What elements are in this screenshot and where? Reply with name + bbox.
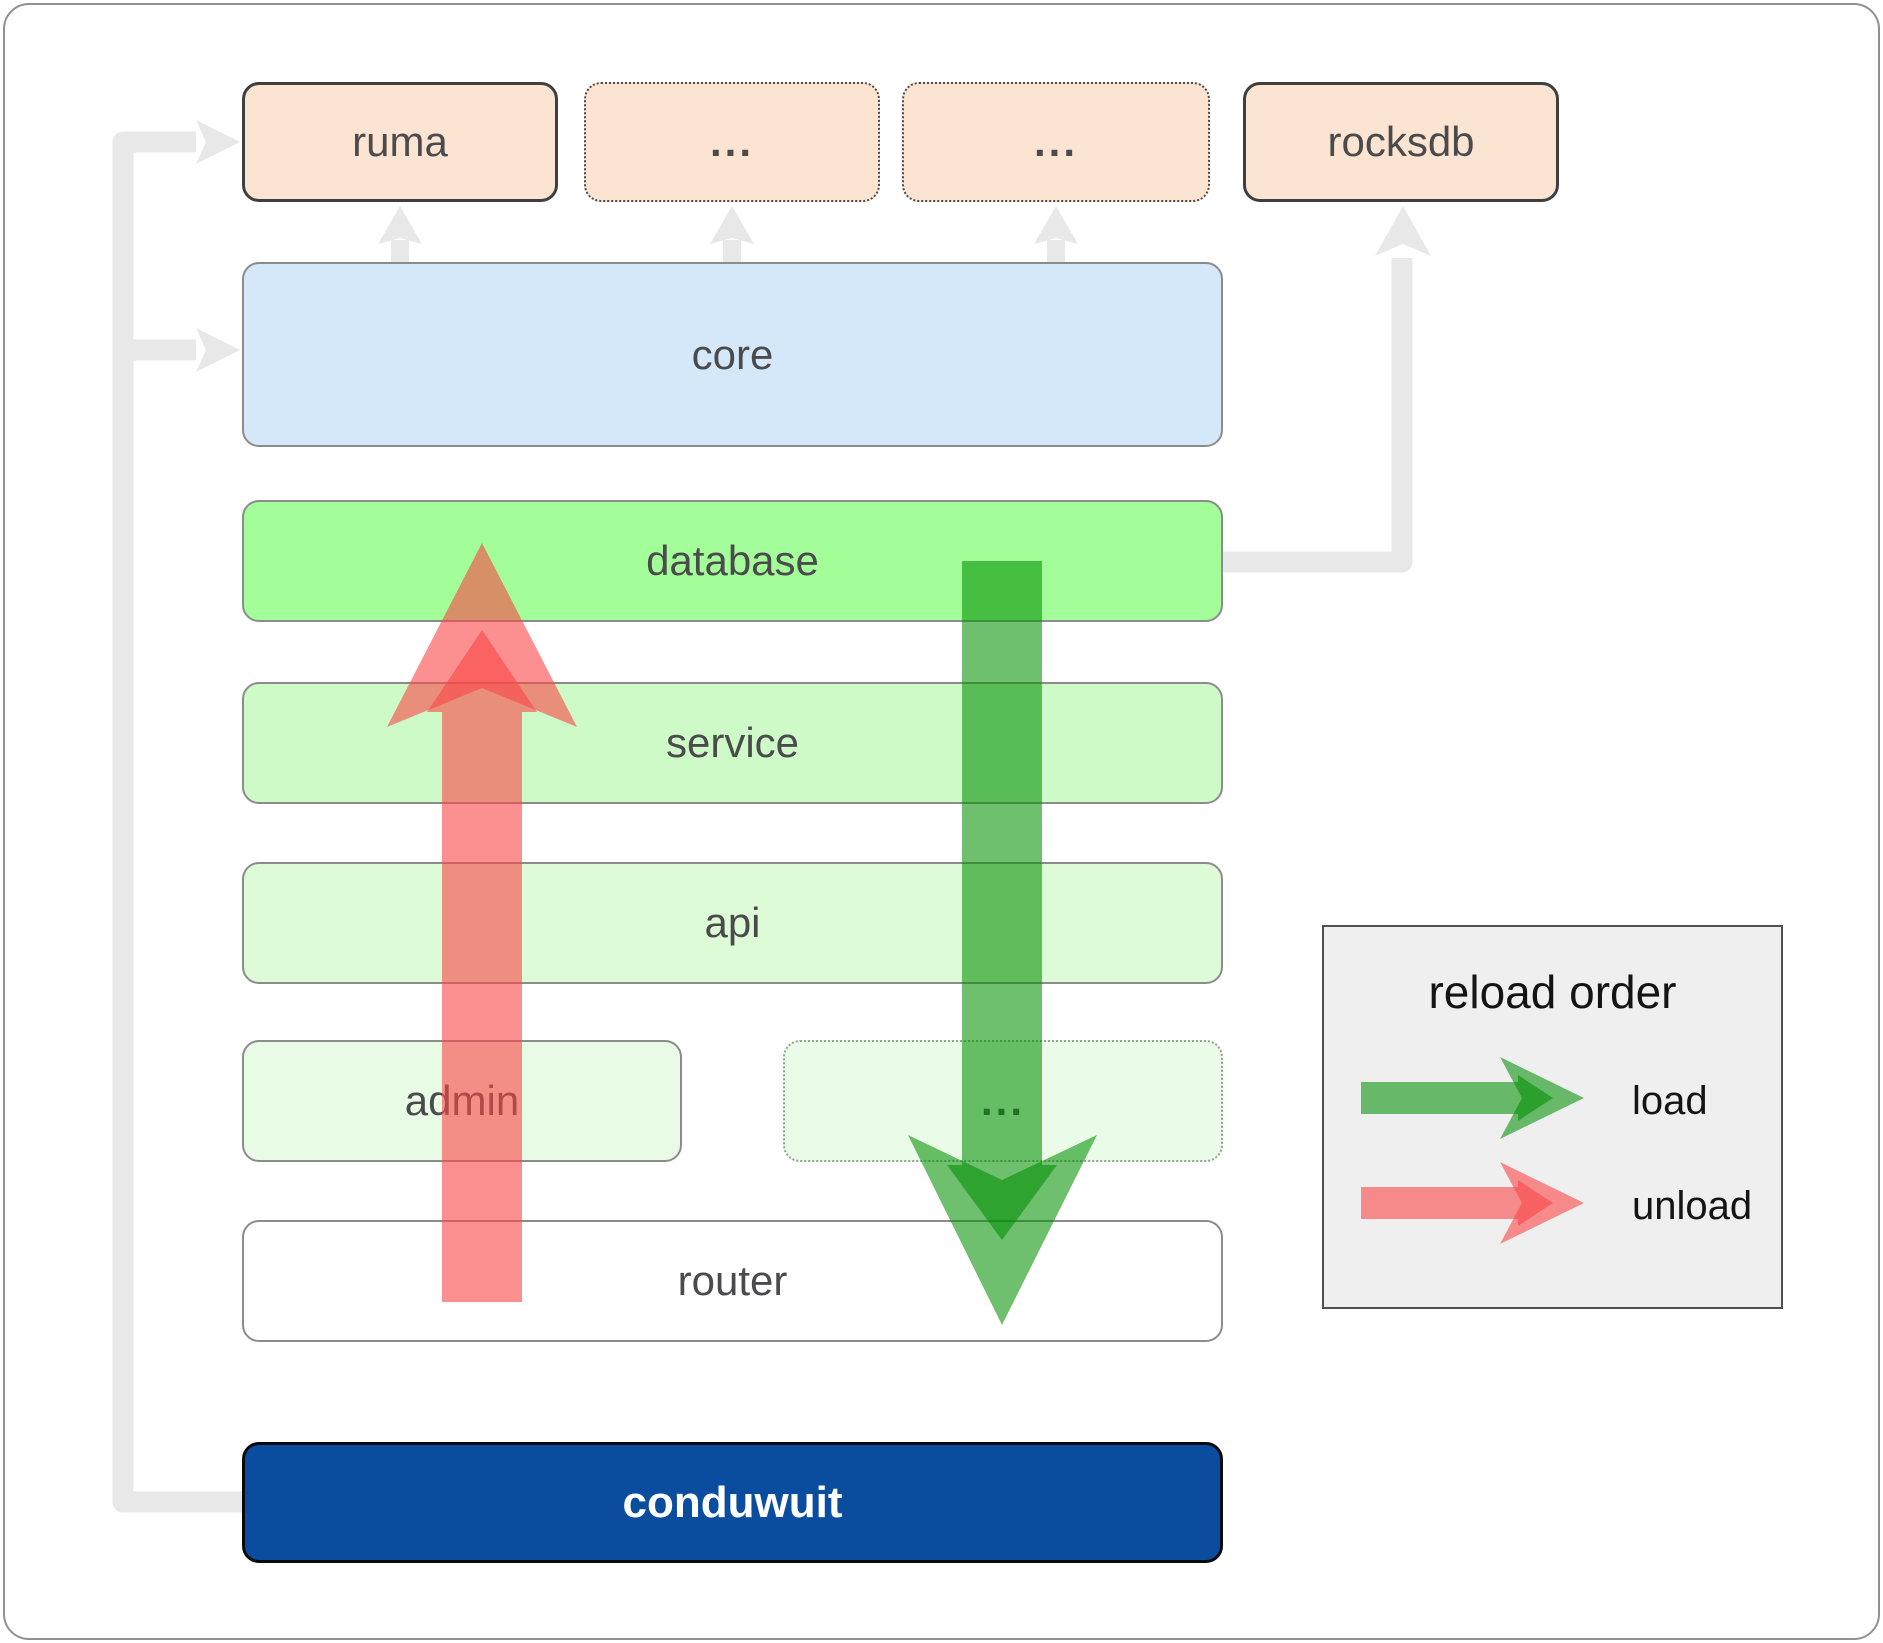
box-database-label: database: [646, 537, 819, 584]
box-ruma: ruma: [242, 82, 558, 202]
box-api-label: api: [704, 899, 761, 946]
legend-load-label: load: [1632, 1079, 1708, 1123]
box-ellipsis-2-label: ...: [1033, 118, 1078, 165]
box-database: database: [242, 500, 1223, 622]
legend-title: reload order: [1428, 966, 1677, 1018]
box-admin-ellipsis-label: ...: [980, 1077, 1025, 1124]
box-ellipsis-1: ...: [584, 82, 880, 202]
box-service-label: service: [665, 719, 800, 766]
box-ellipsis-1-label: ...: [709, 118, 754, 165]
box-core-label: core: [691, 330, 774, 378]
box-router-label: router: [677, 1257, 788, 1304]
legend: reload order load unload: [1322, 925, 1783, 1309]
box-router: router: [242, 1220, 1223, 1342]
box-core: core: [242, 262, 1223, 447]
diagram-border: [3, 3, 1880, 1640]
box-conduwuit: conduwuit: [242, 1442, 1223, 1563]
box-conduwuit-label: conduwuit: [622, 1477, 843, 1527]
box-ellipsis-2: ...: [902, 82, 1210, 202]
box-api: api: [242, 862, 1223, 984]
box-ruma-label: ruma: [352, 118, 448, 165]
box-rocksdb-label: rocksdb: [1327, 118, 1475, 165]
box-admin: admin: [242, 1040, 682, 1162]
box-admin-label: admin: [404, 1077, 520, 1124]
box-rocksdb: rocksdb: [1243, 82, 1559, 202]
box-service: service: [242, 682, 1223, 804]
box-admin-ellipsis: ...: [783, 1040, 1223, 1162]
legend-unload-label: unload: [1632, 1184, 1753, 1228]
